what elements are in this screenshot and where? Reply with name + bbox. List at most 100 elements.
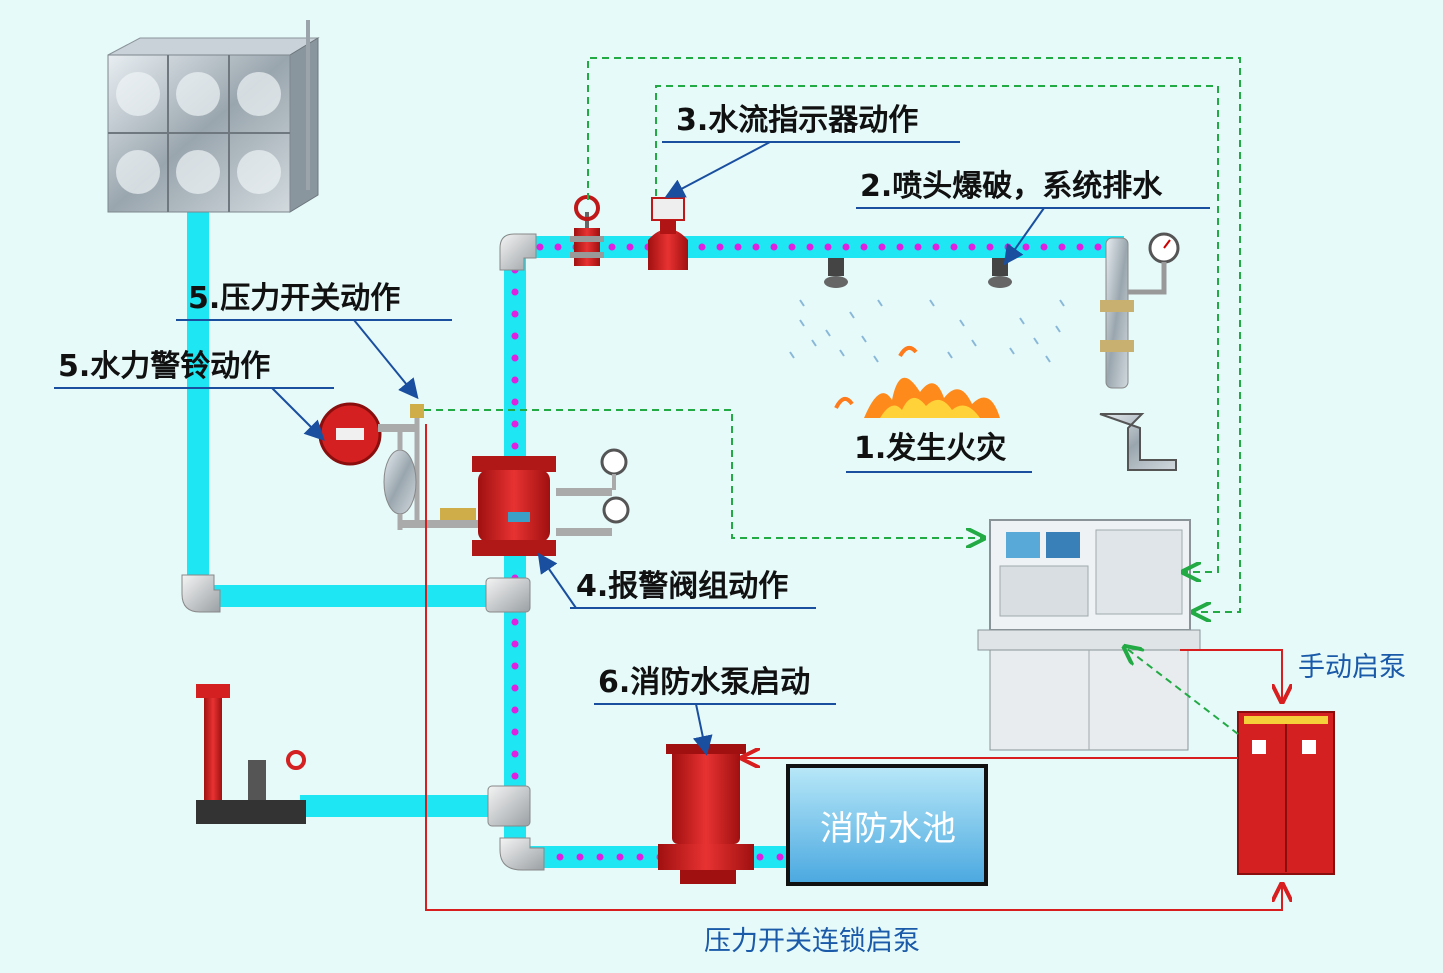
flow-dot [556,853,564,861]
spray-droplet [861,335,867,343]
flow-dot [636,853,644,861]
upper-tee-icon [485,577,531,613]
spray-droplet [1059,299,1065,307]
pump-callout [692,703,713,756]
flow-dot [734,243,742,251]
step-alarm-valve-label: 4.报警阀组动作 [576,569,788,604]
flow-dot [752,243,760,251]
spray-droplet [789,351,795,359]
spray-droplet [1045,355,1051,363]
pressure-switch-icon [410,404,424,520]
spray-droplet [929,299,935,307]
flow-dot [616,853,624,861]
step-labels: 3.水流指示器动作 2.喷头爆破，系统排水 5.压力开关动作 5.水力警铃动作 … [54,103,1210,705]
interlock-start-line [425,424,1282,911]
flow-dot [511,640,519,648]
flow-dot [511,728,519,736]
spray-droplet [1055,325,1061,333]
spray-droplet [849,311,855,319]
flow-dot [698,243,706,251]
flow-dot [554,243,562,251]
pump-control-panel-icon [1237,711,1335,875]
flow-dot [1094,243,1102,251]
flow-dot [511,420,519,428]
pipe-fittings [181,233,545,871]
spray-droplet [799,299,805,307]
flow-dot [626,243,634,251]
flow-indicator-icon [648,197,688,270]
flame-icon [834,345,1000,418]
spray-droplet [825,329,831,337]
flow-dot [511,750,519,758]
spray-droplet [873,355,879,363]
water-tank-icon [107,20,320,213]
step-fire-label: 1.发生火灾 [854,431,1006,466]
flow-dot [824,243,832,251]
spray-droplet [959,319,965,327]
gate-valve-icon [570,195,604,266]
adapter-pipe [300,795,510,817]
flow-dot [511,332,519,340]
flow-dot [576,853,584,861]
callout-arrows [271,141,1045,756]
flow-dot [511,706,519,714]
alarm-valve-callout [537,552,577,609]
flow-dot [511,618,519,626]
flow-dot [1058,243,1066,251]
flow-dot [1022,243,1030,251]
flow-dot [511,772,519,780]
flow-dot [788,243,796,251]
test-drain-icon [1099,232,1180,471]
step-pump-label: 6.消防水泵启动 [598,665,810,700]
pressure-gauge-icon [600,448,628,476]
water-spray [789,299,1065,363]
flow-indicator-callout [664,141,771,198]
fire-water-pool: 消防水池 [786,764,988,886]
flow-dot [950,243,958,251]
flow-dot [511,684,519,692]
top-elbow-icon [499,233,537,271]
flow-dot [511,398,519,406]
flow-dot [1040,243,1048,251]
tank-supply-pipe [187,210,209,595]
step-sprinkler-label: 2.喷头爆破，系统排水 [860,169,1163,204]
flow-dot [776,853,784,861]
pressure-gauge-icon [602,496,630,524]
spray-droplet [1033,337,1039,345]
step-water-bell-label: 5.水力警铃动作 [58,349,270,384]
signal-lines [424,57,1241,735]
spray-droplet [947,351,953,359]
flow-dot [716,243,724,251]
tank-connection-pipe [190,585,500,607]
drain-funnel-icon [1099,413,1177,471]
spray-droplet [971,339,977,347]
flow-dot [770,243,778,251]
flow-dot [968,243,976,251]
bottom-elbow-icon [499,837,545,871]
control-lines [425,424,1282,911]
flow-dot [896,243,904,251]
flow-dot [511,442,519,450]
flow-dot [1076,243,1084,251]
flow-dot [1004,243,1012,251]
step-pressure-switch-label: 5.压力开关动作 [188,281,400,316]
manual-start-label: 手动启泵 [1298,652,1406,683]
spray-droplet [811,339,817,347]
flow-dot [986,243,994,251]
flow-dot [511,354,519,362]
flow-dot [536,243,544,251]
water-motor-alarm-bell-icon [318,402,418,466]
sprinkler-head-icon [824,258,1012,288]
flow-dot [932,243,940,251]
tank-elbow-icon [181,574,221,613]
flow-indicator-signal-line [655,85,1219,572]
sprinkler-callout [1003,207,1045,266]
pressure-switch-callout [353,319,419,400]
step-flow-indicator-label: 3.水流指示器动作 [676,103,918,138]
flow-dot [511,376,519,384]
flow-dot [608,243,616,251]
control-cabinet-icon [977,519,1201,751]
pressure-switch-signal-line [424,409,982,538]
flow-dot [878,243,886,251]
spray-droplet [1019,317,1025,325]
